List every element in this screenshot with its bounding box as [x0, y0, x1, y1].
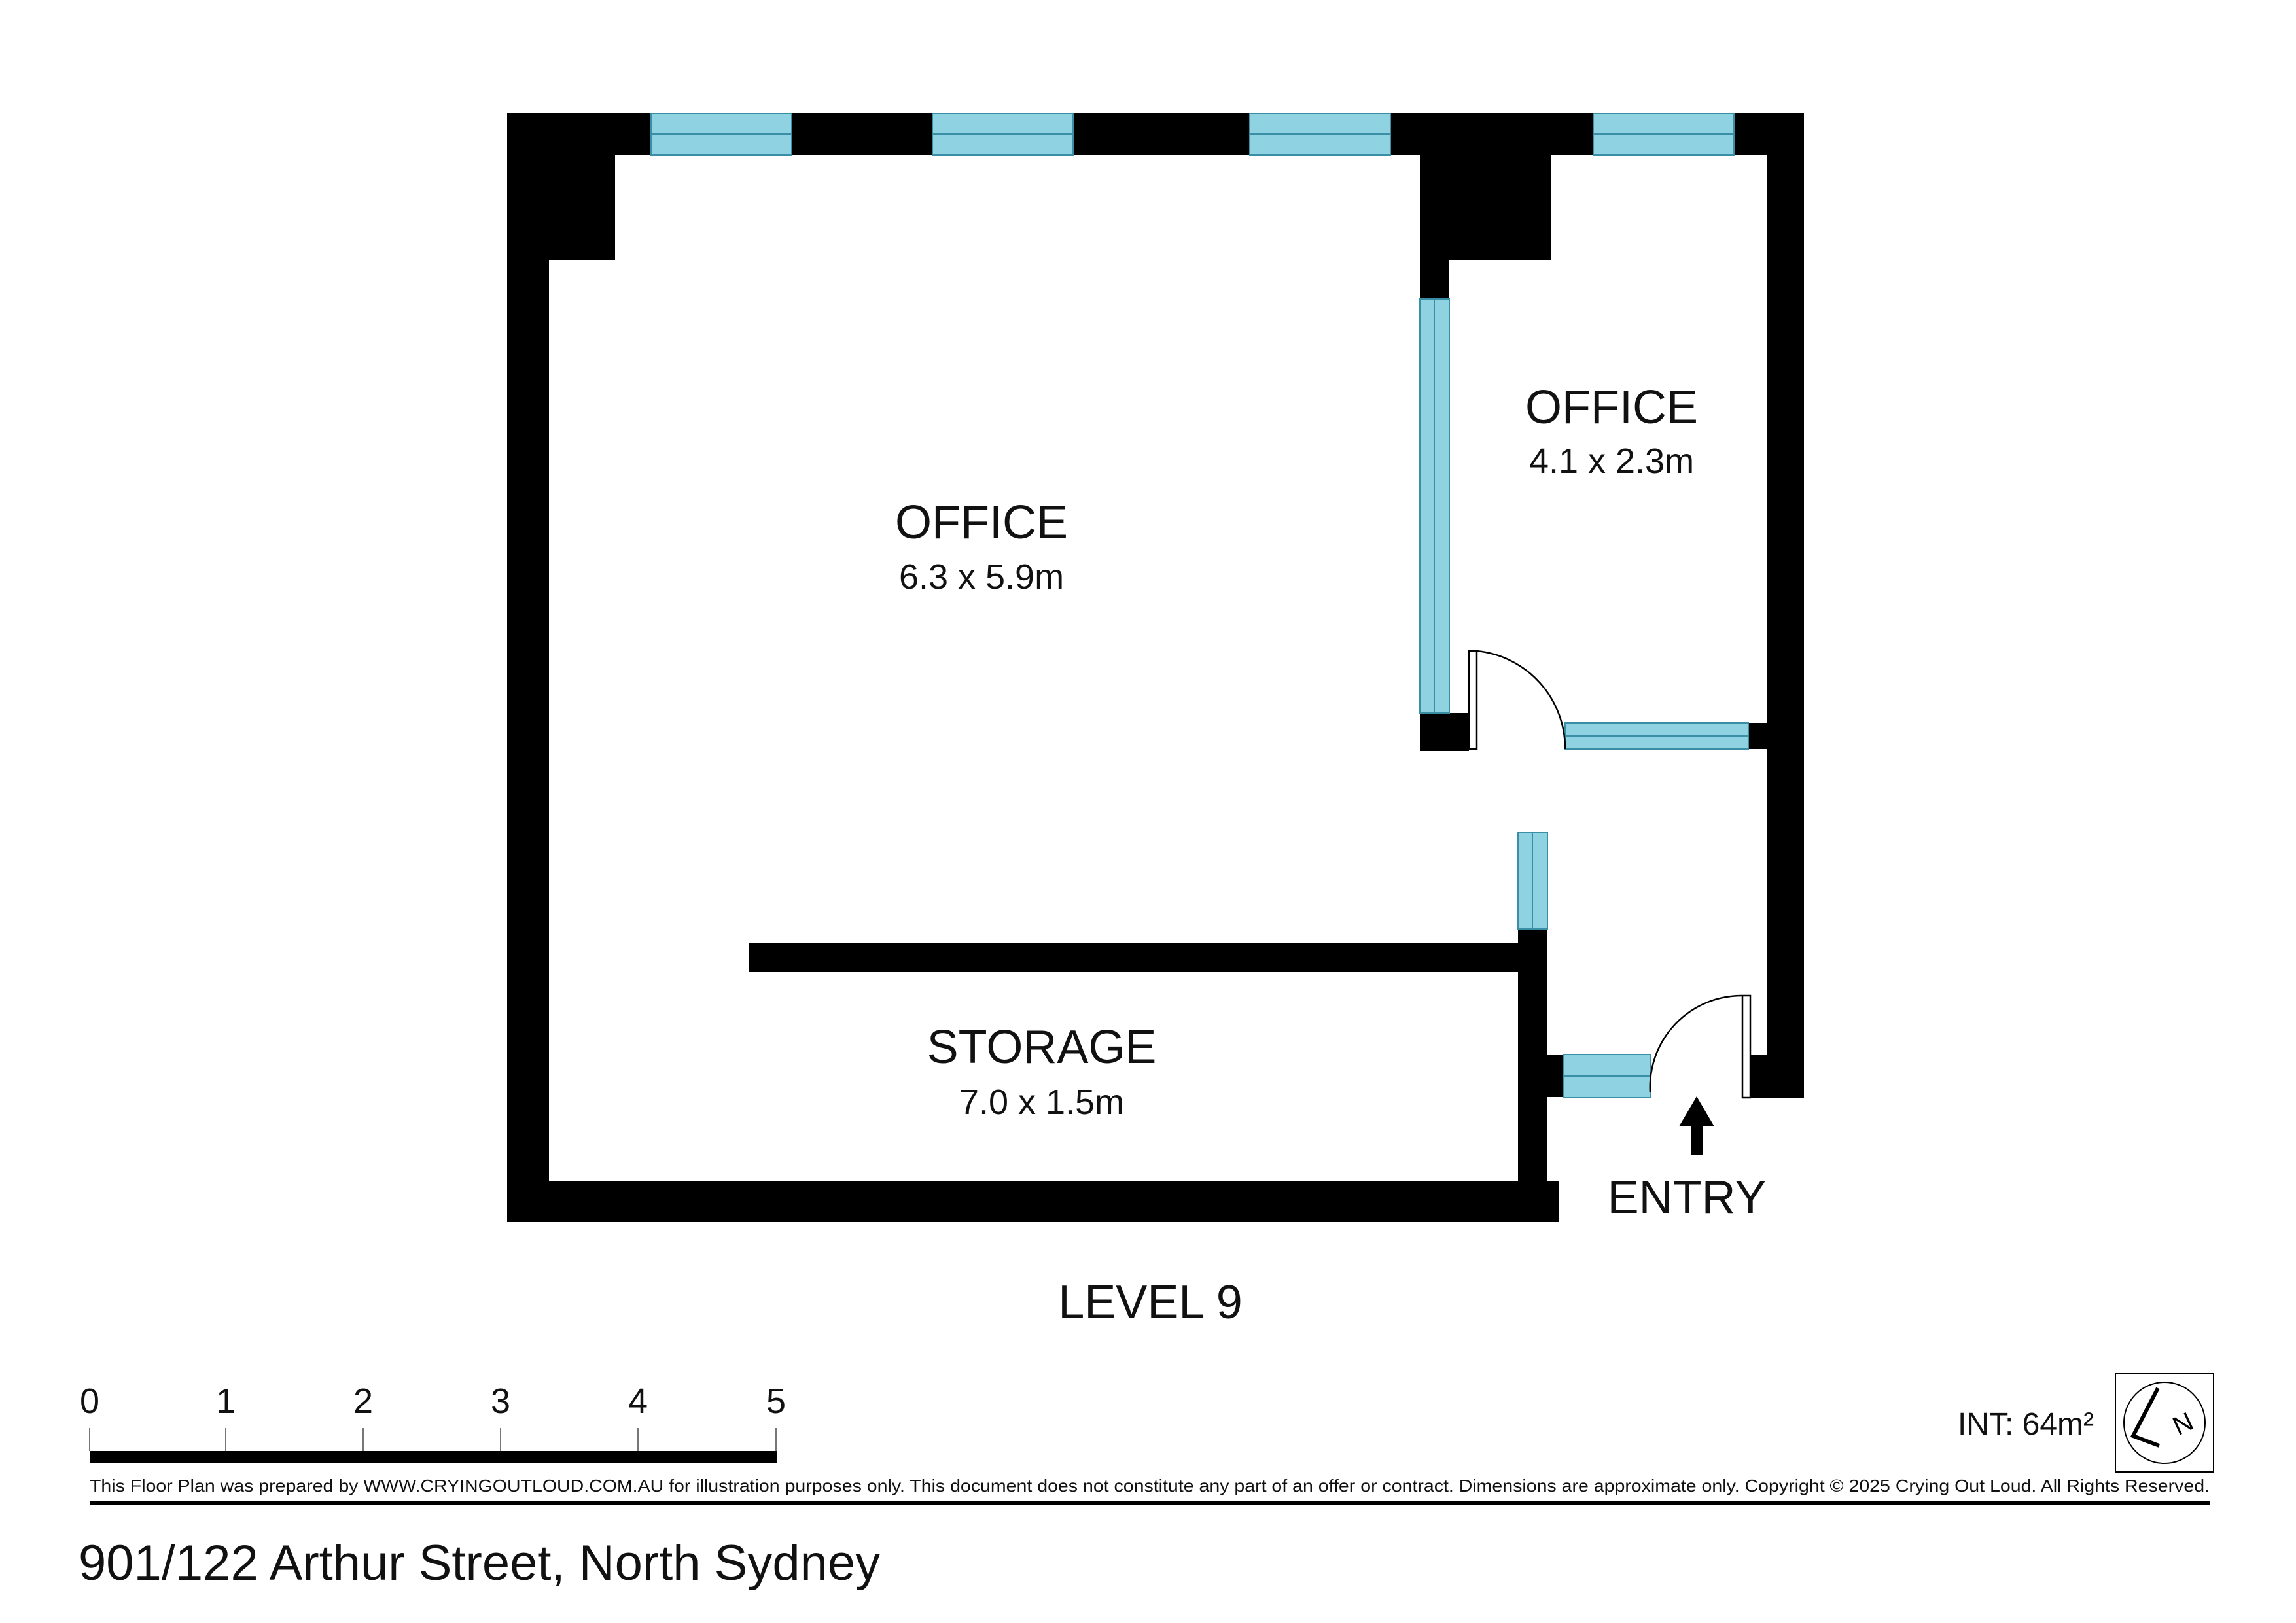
internal-area: INT: 64m²: [1958, 1407, 2094, 1442]
wall-storage-top: [749, 943, 1547, 972]
level-label: LEVEL 9: [1058, 1276, 1243, 1329]
property-address: 901/122 Arthur Street, North Sydney: [79, 1535, 880, 1591]
disclaimer-text: This Floor Plan was prepared by WWW.CRYI…: [90, 1476, 2210, 1495]
wall-partition-top: [1420, 155, 1449, 299]
door-office-leaf: [1468, 650, 1478, 750]
room-name-office-main: OFFICE: [895, 497, 1068, 549]
wall-right-entry-stub: [1750, 1055, 1771, 1098]
wall-top-mid2: [1073, 113, 1250, 155]
room-dim-storage: 7.0 x 1.5m: [959, 1083, 1124, 1122]
scale-bar: 0 1 2 3 4 5: [80, 1382, 786, 1463]
footer-divider: [90, 1501, 2210, 1505]
wall-storage-corner: [1518, 1055, 1564, 1097]
scale-tick-label: 4: [628, 1382, 648, 1421]
wall-partition-bottom: [1420, 713, 1469, 751]
scale-tick-label: 5: [766, 1382, 786, 1421]
wall-bottom: [507, 1181, 1559, 1222]
wall-left: [507, 113, 549, 1222]
wall-top-mid1: [792, 113, 932, 155]
door-entry-swing: [1649, 994, 1743, 1093]
windows: [650, 113, 1749, 1098]
scale-tick-label: 0: [80, 1382, 99, 1421]
doors: [1468, 650, 1752, 1099]
door-entry-leaf: [1741, 994, 1752, 1099]
room-name-office-small: OFFICE: [1525, 381, 1698, 434]
wall-right-stub: [1748, 723, 1771, 749]
scale-bar-line: [90, 1451, 777, 1463]
scale-tick-label: 3: [491, 1382, 510, 1421]
room-name-storage: STORAGE: [927, 1021, 1157, 1073]
room-dim-office-small: 4.1 x 2.3m: [1529, 442, 1694, 481]
scale-tick-label: 2: [353, 1382, 373, 1421]
scale-tick-label: 1: [216, 1382, 236, 1421]
door-office-swing: [1476, 650, 1566, 750]
room-dim-office-main: 6.3 x 5.9m: [899, 557, 1064, 597]
entry-label: ENTRY: [1608, 1172, 1767, 1224]
entry-arrow-icon: [1679, 1096, 1714, 1155]
compass-icon: N: [2115, 1373, 2214, 1473]
walls: [507, 113, 1804, 1222]
wall-right: [1767, 113, 1804, 1098]
